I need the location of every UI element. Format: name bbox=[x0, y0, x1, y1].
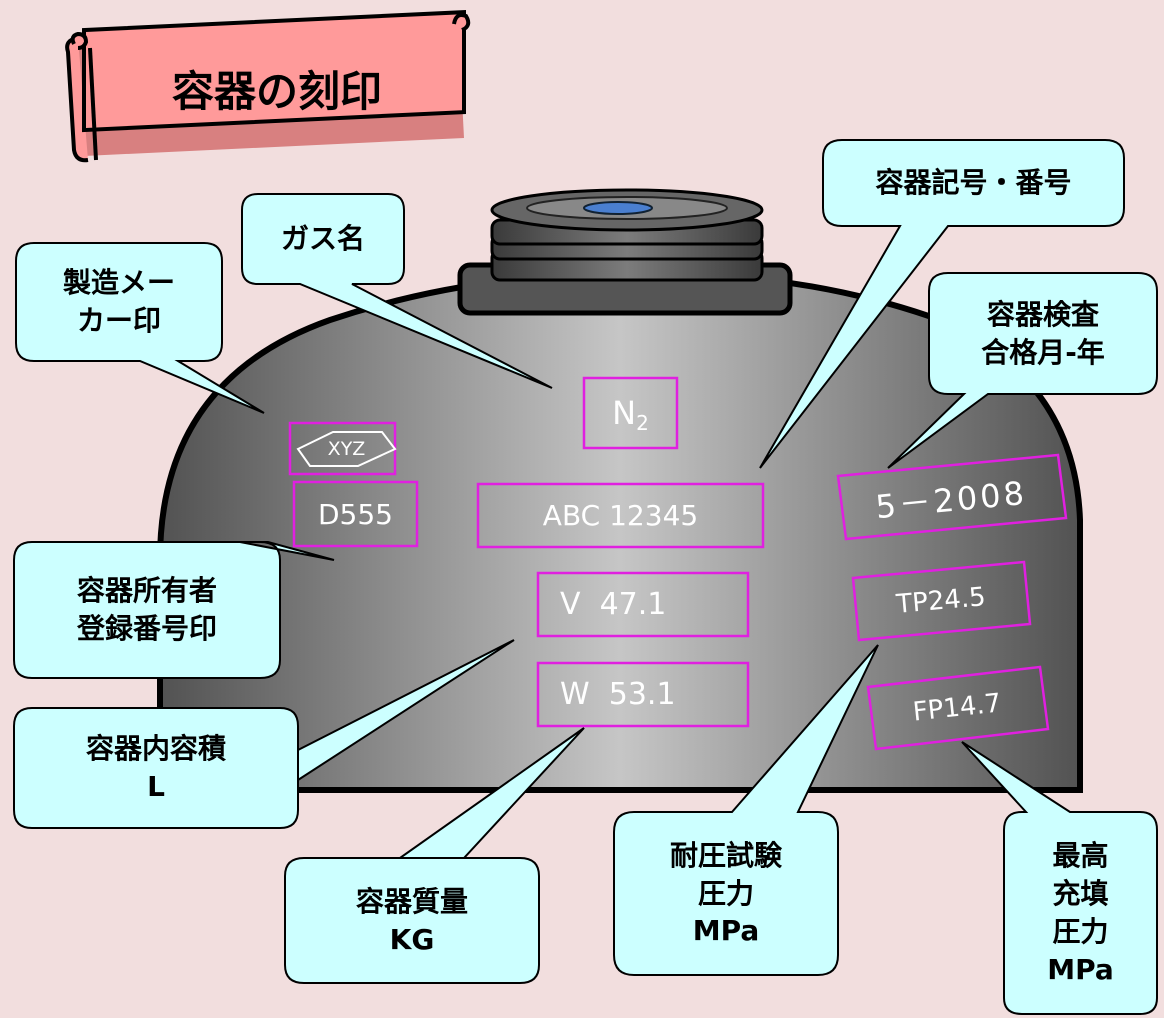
cylinder bbox=[157, 188, 1083, 793]
callout-volume: 容器内容積 L bbox=[85, 732, 226, 803]
callout-inspection-shape bbox=[887, 272, 1158, 469]
stamp-gas-name-sub: 2 bbox=[636, 411, 649, 435]
stamp-owner-frame bbox=[292, 480, 419, 548]
stamp-owner-number: D555 bbox=[317, 497, 393, 531]
callout-tp-shape bbox=[613, 644, 879, 976]
callout-container-code: 容器記号・番号 bbox=[875, 166, 1072, 200]
callout-test-pressure: 耐圧試験 圧力 MPa bbox=[669, 838, 782, 948]
callout-maker: 製造メー カー印 bbox=[62, 266, 175, 337]
stamp-weight-frame bbox=[536, 661, 750, 728]
callout-inspection: 容器検査 合格月-年 bbox=[981, 297, 1105, 369]
stamp-container-code: ABC 12345 bbox=[542, 499, 699, 532]
stamp-gas-frame bbox=[582, 376, 679, 450]
stamp-tp-frame bbox=[851, 560, 1032, 642]
stamp-code-frame bbox=[476, 482, 765, 549]
stamp-gas-name-main: N bbox=[612, 394, 637, 432]
callout-owner: 容器所有者 登録番号印 bbox=[76, 574, 217, 645]
stamp-volume-frame bbox=[536, 571, 750, 638]
callout-weight-shape bbox=[284, 727, 585, 984]
stamp-frames bbox=[288, 376, 1068, 751]
callout-shapes bbox=[13, 139, 1158, 1015]
callout-weight: 容器質量 KG bbox=[355, 884, 468, 956]
callout-gas-name: ガス名 bbox=[280, 222, 365, 256]
stamp-weight: W 53.1 bbox=[560, 677, 676, 712]
stamp-maker-mark: XYZ bbox=[327, 438, 366, 460]
callout-gas-name-shape bbox=[241, 193, 553, 389]
callout-fp-shape bbox=[961, 741, 1158, 1015]
title-banner-panel bbox=[82, 10, 466, 133]
callout-volume-shape bbox=[13, 639, 515, 829]
callout-maker-shape bbox=[15, 242, 265, 414]
callout-owner-shape bbox=[13, 541, 335, 679]
stamp-volume: V 47.1 bbox=[560, 587, 667, 622]
callout-code-shape bbox=[759, 139, 1125, 469]
valve-cap bbox=[490, 188, 764, 282]
stamp-inspection-frame bbox=[836, 453, 1068, 541]
callout-fill-pressure: 最高 充填 圧力 MPa bbox=[1047, 839, 1114, 986]
stamp-fp-frame bbox=[866, 665, 1050, 751]
title-banner bbox=[65, 10, 471, 163]
maker-diamond-icon bbox=[296, 431, 397, 467]
page-title: 容器の刻印 bbox=[171, 66, 382, 116]
